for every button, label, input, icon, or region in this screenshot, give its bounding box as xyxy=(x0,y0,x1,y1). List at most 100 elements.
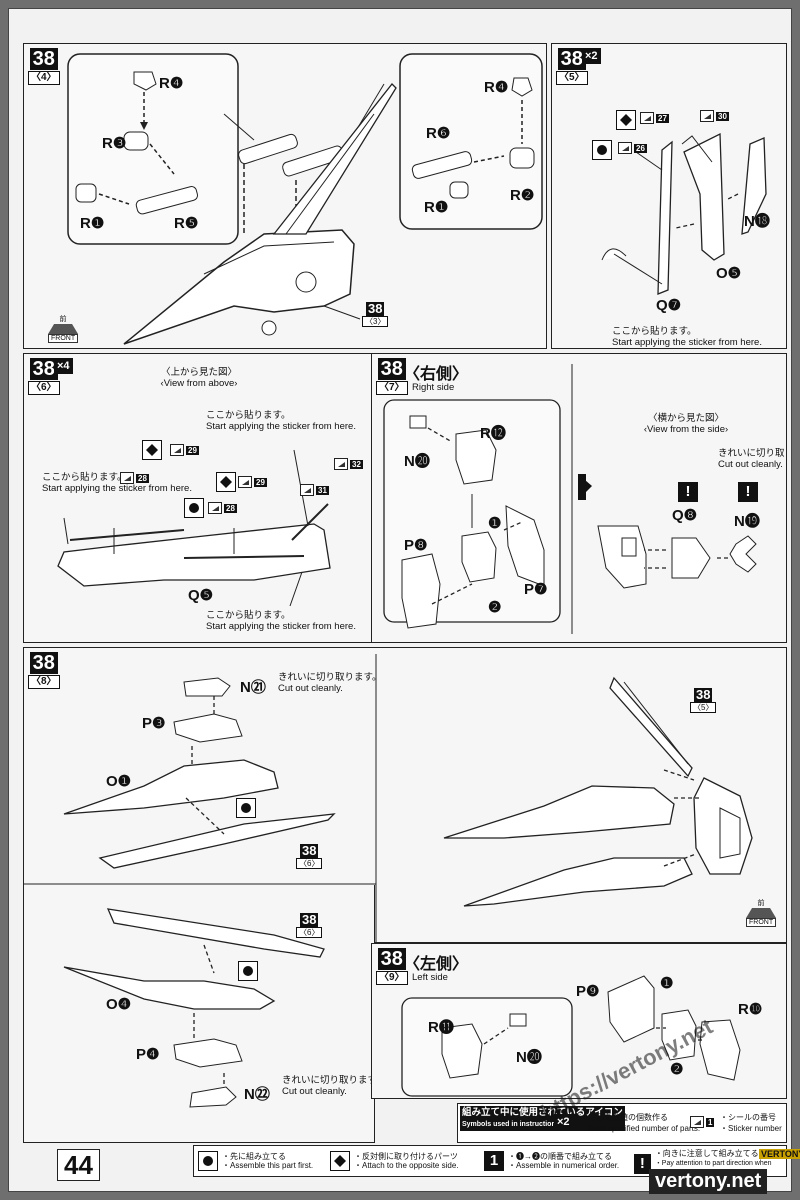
part-label-r6: R❻ xyxy=(426,125,451,142)
opposite-side-icon xyxy=(142,440,162,460)
front-en-label: FRONT xyxy=(746,918,777,927)
legend-title-en: Symbols used in instructions xyxy=(462,1121,560,1128)
part-label-r5: R❺ xyxy=(174,215,199,232)
assemble-first-icon xyxy=(592,140,612,160)
sticker-icon xyxy=(700,110,714,122)
sticker-number: 27 xyxy=(656,113,669,123)
attention-icon: ! xyxy=(634,1153,651,1174)
panel-step-38-5: 38 〈5〉 ×2 27 30 26 N⓲ O❺ Q❼ ここから貼ります。 St… xyxy=(551,43,787,349)
legend-multiplier-en: ・Build specified number of parts. xyxy=(580,1124,701,1133)
part-label-r12: R⓬ xyxy=(480,425,506,442)
left-side-heading: 〈左側〉 xyxy=(404,956,469,973)
front-indicator: 前 FRONT xyxy=(746,898,777,927)
cut-en: Cut out cleanly. xyxy=(718,459,783,470)
part-label-p8: P❽ xyxy=(404,537,428,554)
step-number: 38 xyxy=(377,948,406,970)
step-reference: 38 〈5〉 xyxy=(690,687,717,713)
part-label-r10: R❿ xyxy=(738,1001,763,1018)
sticker-icon xyxy=(120,472,134,484)
page-number: 44 xyxy=(57,1149,100,1181)
note-jp: ここから貼ります。 xyxy=(612,326,697,337)
note-en: Start applying the sticker from here. xyxy=(206,621,356,632)
view-jp: 〈上から見た図〉 xyxy=(160,367,237,378)
multiplier-badge: ×2 xyxy=(582,48,601,64)
sticker-icon xyxy=(300,484,314,496)
part-label-p4: P❹ xyxy=(136,1046,160,1063)
multiplier-badge: ×4 xyxy=(54,358,73,374)
cut-cleanly-note: きれいに切り取ります。 Cut out cleanly. xyxy=(718,448,786,470)
sticker-icon xyxy=(690,1116,704,1128)
part-diagram xyxy=(67,53,543,345)
step-reference: 38 〈6〉 xyxy=(296,913,323,938)
front-en-label: FRONT xyxy=(48,334,79,343)
order-arrow-icon: 1 xyxy=(484,1151,504,1171)
legend-sticker: ・シールの番号 ・Sticker number xyxy=(720,1112,782,1134)
ref-step-number: 38 xyxy=(365,301,385,316)
panel-step-38-8: 38 〈8〉 xyxy=(23,647,787,943)
substep-number: 〈7〉 xyxy=(376,381,408,395)
sticker-start-note-2: ここから貼ります。 Start applying the sticker fro… xyxy=(42,472,192,494)
step-badge: 38 〈8〉 xyxy=(28,652,60,689)
ref-step-number: 38 xyxy=(693,687,713,702)
step-number: 38 xyxy=(377,358,406,380)
legend-jp: ・❶→❷の順番で組み立てる xyxy=(508,1152,612,1161)
legend-en: ・Attach to the opposite side. xyxy=(354,1161,459,1170)
part-label-n18: N⓲ xyxy=(744,213,770,230)
ref-step-number: 38 xyxy=(299,843,319,858)
order-step-2: ❷ xyxy=(488,599,502,616)
part-label-o5: O❺ xyxy=(716,265,742,282)
part-label-o1: O❶ xyxy=(106,773,132,790)
sticker-start-note-3: ここから貼ります。 Start applying the sticker fro… xyxy=(206,610,356,632)
sticker-number: 29 xyxy=(186,445,199,455)
sticker-number: 29 xyxy=(254,477,267,487)
opposite-side-icon xyxy=(330,1151,350,1171)
step-number: 38 xyxy=(29,358,58,380)
sticker-icon xyxy=(618,142,632,154)
sticker-ref: 31 xyxy=(300,484,329,496)
sticker-number: 30 xyxy=(716,111,729,121)
order-step-2: ❷ xyxy=(670,1061,684,1078)
note-en: Start applying the sticker from here. xyxy=(612,337,762,348)
assemble-first-icon xyxy=(238,961,258,981)
sticker-legend-icon: 1 xyxy=(690,1116,715,1128)
cut-jp: きれいに切り取ります。 xyxy=(718,448,786,459)
part-label-r2: R❷ xyxy=(510,187,535,204)
part-label-q8: Q❽ xyxy=(672,507,698,524)
cut-jp: きれいに切り取ります。 xyxy=(282,1075,374,1086)
part-label-p3: P❸ xyxy=(142,715,166,732)
right-side-heading-en: Right side xyxy=(412,382,455,393)
sticker-ref: 28 xyxy=(208,502,237,514)
sticker-icon xyxy=(208,502,222,514)
assemble-first-icon xyxy=(184,498,204,518)
sticker-number: 1 xyxy=(706,1117,715,1127)
sticker-start-note-1: ここから貼ります。 Start applying the sticker fro… xyxy=(206,410,356,432)
part-label-r11: R⓫ xyxy=(428,1019,454,1036)
cut-cleanly-note-2: きれいに切り取ります。 Cut out cleanly. xyxy=(282,1075,374,1097)
step-badge: 38 〈5〉 xyxy=(556,48,588,85)
cut-jp: きれいに切り取ります。 xyxy=(278,672,382,683)
legend-jp: ・反対側に取り付けるパーツ xyxy=(354,1152,458,1161)
ref-substep: 〈6〉 xyxy=(296,858,323,869)
substep-number: 〈8〉 xyxy=(28,675,60,689)
sticker-number: 28 xyxy=(136,473,149,483)
sticker-start-note: ここから貼ります。 Start applying the sticker fro… xyxy=(612,326,762,348)
note-jp: ここから貼ります。 xyxy=(206,610,291,621)
panel-step-38-4: 38 〈4〉 xyxy=(23,43,547,349)
sticker-ref: 29 xyxy=(238,476,267,488)
part-label-r1-right: R❶ xyxy=(424,199,449,216)
sticker-ref: 26 xyxy=(618,142,647,154)
part-label-n22: N㉒ xyxy=(244,1086,270,1103)
front-arrow-icon xyxy=(48,324,79,334)
ref-substep: 〈3〉 xyxy=(362,316,389,327)
order-step-1: ❶ xyxy=(488,515,502,532)
sticker-ref: 29 xyxy=(170,444,199,456)
view-en: ‹View from above› xyxy=(160,378,238,389)
cut-cleanly-note: きれいに切り取ります。 Cut out cleanly. xyxy=(278,672,382,694)
multiplier-icon: ×2 xyxy=(554,1114,573,1130)
part-diagram xyxy=(401,975,741,1097)
step-badge: 38 〈9〉 xyxy=(376,948,408,985)
instruction-page: 38 〈4〉 xyxy=(8,8,800,1194)
legend-assemble-first: ・先に組み立てる・Assemble this part first. xyxy=(198,1151,313,1171)
legend-jp: ・先に組み立てる xyxy=(222,1152,286,1161)
sticker-number: 28 xyxy=(224,503,237,513)
